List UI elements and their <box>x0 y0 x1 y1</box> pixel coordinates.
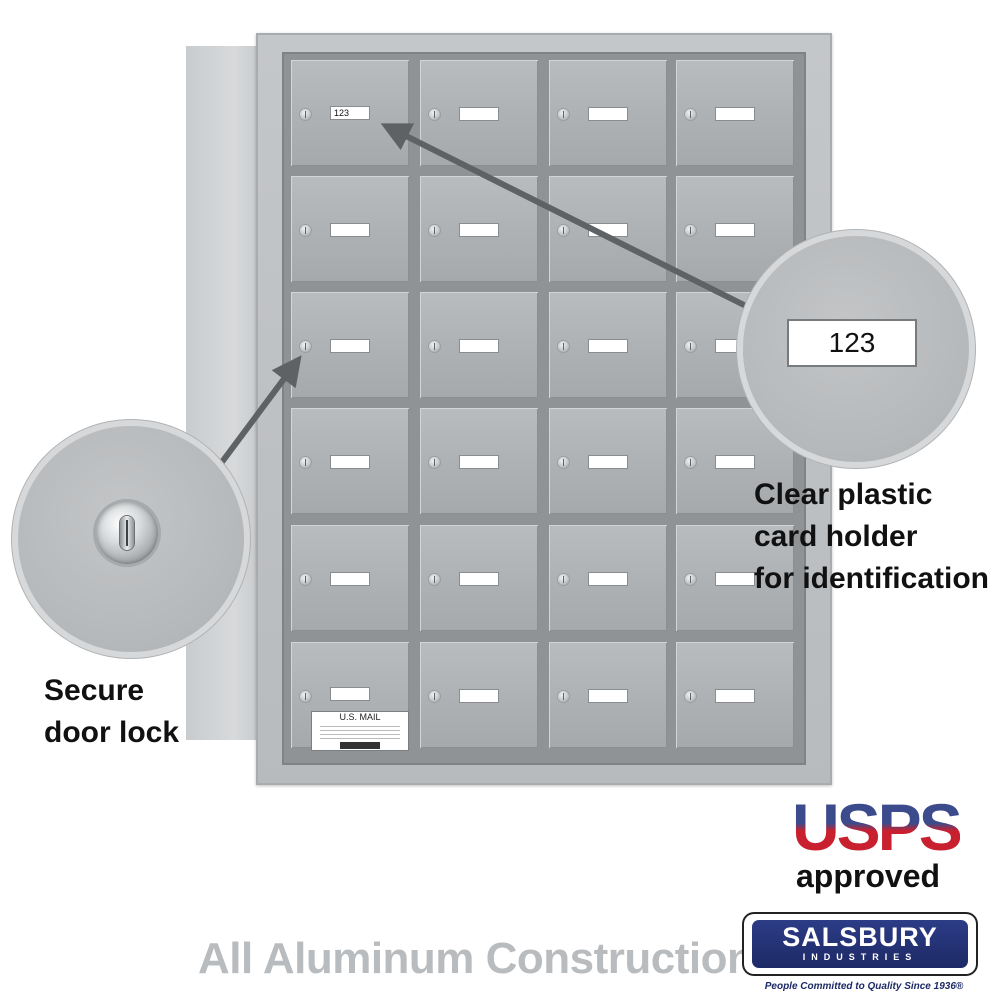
mailbox-door[interactable]: 123 <box>291 60 409 166</box>
card-holder <box>589 108 627 120</box>
door-lock-icon[interactable] <box>300 225 311 236</box>
card-holder <box>589 340 627 352</box>
card-holder <box>716 456 754 468</box>
salsbury-logo-panel <box>752 920 968 968</box>
us-mail-label-fine-print <box>320 734 400 739</box>
door-lock-icon[interactable] <box>685 457 696 468</box>
mailbox-door[interactable] <box>420 642 538 748</box>
usps-approved-text: approved <box>796 858 941 894</box>
keyway-icon <box>120 516 134 550</box>
door-lock-icon[interactable] <box>558 109 569 120</box>
card-holder <box>460 573 498 585</box>
us-mail-label-logo <box>340 742 380 749</box>
salsbury-logo-subtitle: INDUSTRIES <box>802 952 918 962</box>
door-lock-icon[interactable] <box>429 691 440 702</box>
door-lock-icon[interactable] <box>558 225 569 236</box>
mailbox-door[interactable] <box>291 408 409 514</box>
mailbox-door[interactable] <box>291 292 409 398</box>
card-holder <box>331 340 369 352</box>
mailbox-door[interactable] <box>549 60 667 166</box>
card-holder <box>460 690 498 702</box>
card-holder-closeup: 123 <box>789 321 915 365</box>
card-holder <box>331 224 369 236</box>
door-lock-icon[interactable] <box>429 574 440 585</box>
card-holder <box>460 456 498 468</box>
door-lock-icon[interactable] <box>300 457 311 468</box>
mailbox-door[interactable] <box>676 176 794 282</box>
door-lock-icon[interactable] <box>685 574 696 585</box>
door-lock-icon[interactable] <box>300 109 311 120</box>
card-holder <box>460 108 498 120</box>
card-holder <box>331 688 369 700</box>
card-holder <box>589 224 627 236</box>
door-lock-icon[interactable] <box>558 457 569 468</box>
mailbox-door[interactable] <box>291 176 409 282</box>
card-holder: 123 <box>331 107 369 119</box>
mailbox-door[interactable] <box>420 525 538 631</box>
salsbury-tagline: People Committed to Quality Since 1936® <box>764 981 964 992</box>
card-holder <box>331 573 369 585</box>
mailbox-door[interactable] <box>676 642 794 748</box>
door-lock-icon[interactable] <box>429 341 440 352</box>
mailbox-door[interactable] <box>549 292 667 398</box>
card-holder <box>589 690 627 702</box>
us-mail-label: U.S. MAIL <box>312 712 408 750</box>
caption-line: Clear plastic <box>754 478 933 511</box>
construction-headline: All Aluminum Construction <box>198 934 754 983</box>
door-lock-icon[interactable] <box>429 109 440 120</box>
door-lock-icon[interactable] <box>685 691 696 702</box>
mailbox-door[interactable] <box>420 60 538 166</box>
card-holder <box>589 456 627 468</box>
door-lock-icon[interactable] <box>685 109 696 120</box>
mailbox-door[interactable] <box>291 525 409 631</box>
card-holder <box>716 108 754 120</box>
card-holder <box>331 456 369 468</box>
door-lock-icon[interactable] <box>300 691 311 702</box>
caption-line: Secure <box>44 674 145 707</box>
caption-line: for identification <box>754 562 989 595</box>
caption-line: door lock <box>44 716 180 749</box>
mailbox-door[interactable] <box>420 292 538 398</box>
card-holder <box>460 224 498 236</box>
mailbox-door[interactable] <box>420 408 538 514</box>
card-holder <box>716 690 754 702</box>
door-lock-icon[interactable] <box>429 457 440 468</box>
door-lock-icon[interactable] <box>429 225 440 236</box>
door-lock-icon[interactable] <box>685 225 696 236</box>
us-mail-label-fine-print <box>320 726 400 731</box>
salsbury-logo-name: SALSBURY <box>782 922 938 952</box>
card-holder <box>589 573 627 585</box>
card-holder <box>716 573 754 585</box>
mailbox-door[interactable] <box>549 176 667 282</box>
mailbox-side-panel <box>186 46 266 740</box>
card-holder <box>460 340 498 352</box>
door-lock-caption: Secure door lock <box>44 670 179 754</box>
door-lock-icon[interactable] <box>300 574 311 585</box>
door-lock-icon[interactable] <box>300 341 311 352</box>
mailbox-door[interactable] <box>676 525 794 631</box>
us-mail-label-text: U.S. MAIL <box>339 712 381 722</box>
caption-line: card holder <box>754 520 918 553</box>
card-holder-caption: Clear plastic card holder for identifica… <box>754 474 989 600</box>
card-holder <box>716 224 754 236</box>
door-lock-icon[interactable] <box>685 341 696 352</box>
mailbox-door[interactable] <box>549 642 667 748</box>
mailbox-door[interactable] <box>549 525 667 631</box>
mailbox-door[interactable] <box>420 176 538 282</box>
door-lock-icon[interactable] <box>558 574 569 585</box>
mailbox-door[interactable] <box>549 408 667 514</box>
mailbox-door[interactable] <box>676 60 794 166</box>
door-lock-icon[interactable] <box>558 691 569 702</box>
usps-logo: USPS <box>792 790 963 864</box>
door-lock-icon[interactable] <box>558 341 569 352</box>
